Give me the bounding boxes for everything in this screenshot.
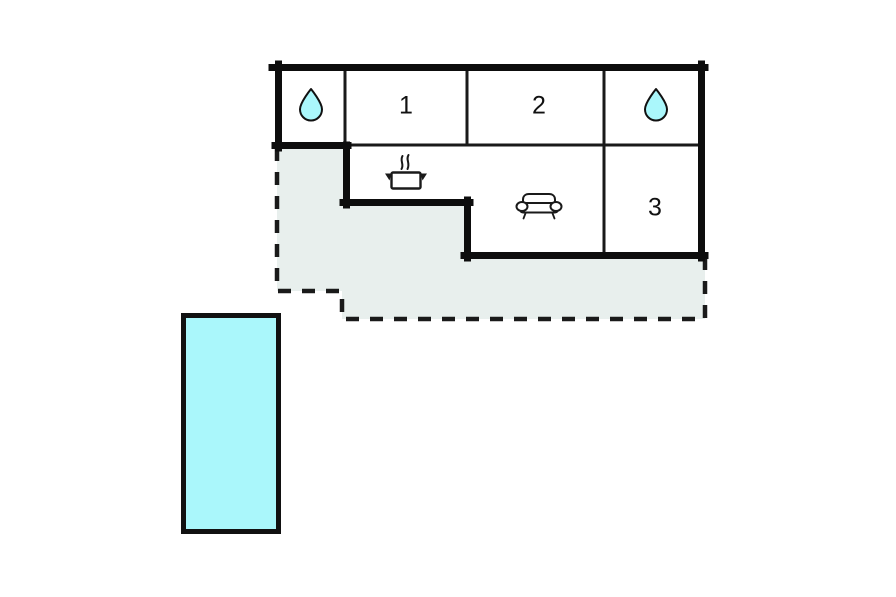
room-label-bedroom-3: 3 — [648, 193, 662, 222]
room-interiors — [278, 67, 701, 252]
room-fill-bedroom-3 — [607, 148, 701, 252]
interior-partitions — [343, 66, 703, 256]
terrace-area — [277, 148, 705, 319]
swimming-pool — [181, 313, 281, 534]
structural-walls — [268, 60, 709, 262]
room-fill-bedroom-2 — [470, 67, 601, 142]
terrace-dashed-border — [274, 148, 708, 322]
room-label-bedroom-2: 2 — [532, 91, 546, 120]
room-label-bedroom-1: 1 — [399, 91, 413, 120]
room-fill-bedroom-1 — [348, 67, 464, 142]
